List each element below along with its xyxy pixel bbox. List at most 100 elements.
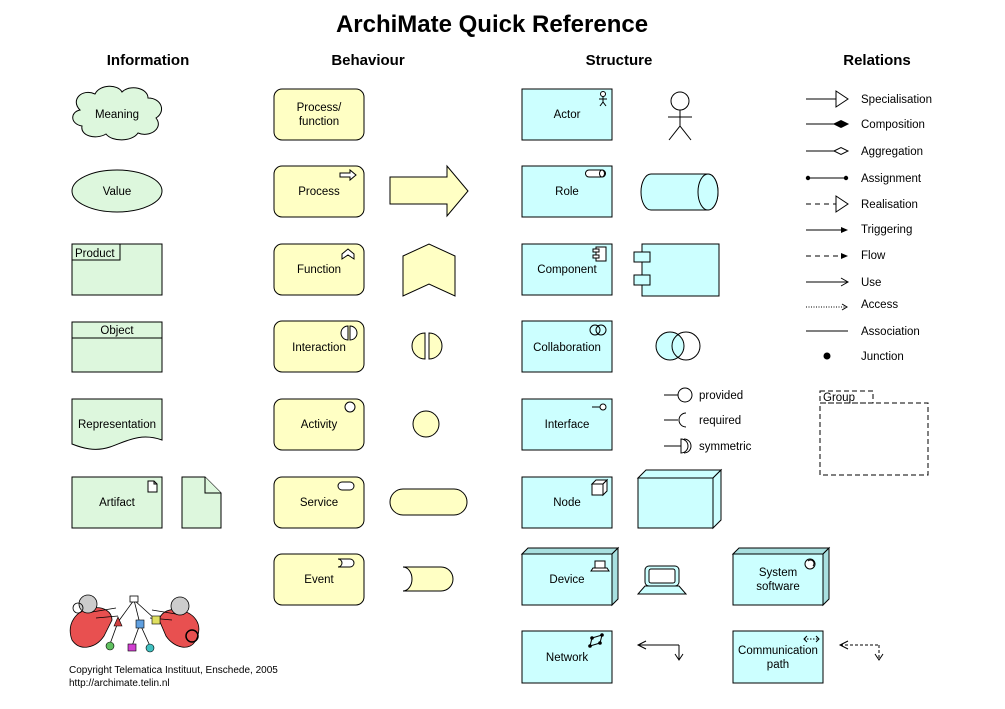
device-laptop-icon (590, 560, 610, 572)
device-shape (636, 565, 688, 595)
relation-assignment: Assignment (805, 173, 922, 185)
meaning-element: Meaning (72, 85, 163, 141)
value-ellipse (71, 169, 163, 213)
relation-use-label: Use (861, 277, 881, 289)
communication-path-element: Communication path (732, 630, 824, 684)
node-element: Node (521, 476, 613, 529)
interaction-element: Interaction (273, 320, 365, 373)
archimate-logo-illustration (69, 594, 200, 653)
relation-use: Use (806, 277, 881, 289)
interaction-shape (411, 332, 443, 360)
value-label: Value (103, 186, 132, 198)
interface-symmetric: symmetric (664, 438, 752, 454)
copyright-line-1: Copyright Telematica Instituut, Enschede… (69, 665, 278, 676)
system-software-element: System software (731, 546, 831, 607)
process-arrow-icon (339, 168, 357, 182)
event-label: Event (304, 574, 334, 586)
interface-provided: provided (664, 387, 743, 403)
artifact-icon (147, 480, 158, 493)
collaboration-shape (655, 331, 701, 361)
interface-required-label: required (699, 415, 741, 427)
representation-label: Representation (78, 419, 156, 431)
relation-junction: Junction (823, 351, 904, 363)
node-shape (636, 468, 723, 530)
event-icon (337, 558, 355, 568)
interaction-icon (340, 325, 358, 341)
system-software-label-1: System (759, 567, 797, 579)
component-shape (633, 243, 720, 297)
relation-flow: Flow (806, 250, 886, 262)
relation-assignment-label: Assignment (861, 173, 922, 185)
relation-triggering: Triggering (806, 224, 912, 236)
service-icon (337, 481, 355, 491)
meaning-cloud-shape (72, 85, 163, 141)
node-box-icon (590, 478, 609, 497)
relation-composition: Composition (806, 119, 925, 131)
function-element: Function (273, 243, 365, 296)
role-icon (585, 169, 606, 178)
function-chevron-icon (341, 248, 355, 260)
node-label: Node (553, 497, 581, 509)
interface-element: Interface (521, 398, 613, 451)
function-label: Function (297, 264, 341, 276)
actor-stick-icon (599, 91, 607, 107)
collaboration-icon (589, 324, 607, 336)
relation-association-label: Association (861, 326, 920, 338)
component-label: Component (537, 264, 597, 276)
process-function-label-1: Process/ (297, 102, 343, 114)
actor-label: Actor (554, 109, 581, 121)
header-relations: Relations (843, 52, 911, 69)
interface-required: required (664, 412, 741, 428)
relation-triggering-label: Triggering (861, 224, 912, 236)
service-shape (389, 488, 468, 516)
group-label: Group (823, 392, 855, 404)
relation-specialisation-label: Specialisation (861, 94, 932, 106)
relation-access-label: Access (861, 299, 898, 311)
actor-shape (668, 91, 692, 141)
relation-junction-label: Junction (861, 351, 904, 363)
copyright-url: http://archimate.telin.nl (69, 678, 170, 689)
communication-path-icon (803, 635, 820, 643)
service-element: Service (273, 476, 365, 529)
group-element: Group (819, 390, 929, 476)
relation-association: Association (806, 326, 920, 338)
device-element: Device (520, 546, 620, 607)
relation-specialisation: Specialisation (806, 90, 932, 108)
interface-provided-label: provided (699, 390, 743, 402)
header-structure: Structure (586, 52, 653, 69)
header-behaviour: Behaviour (331, 52, 405, 69)
process-element: Process (273, 165, 365, 218)
communication-path-label-2: path (767, 659, 789, 671)
system-software-icon (804, 558, 816, 570)
representation-element: Representation (71, 398, 163, 450)
activity-label: Activity (301, 419, 338, 431)
process-shape (389, 164, 469, 218)
page-title: ArchiMate Quick Reference (336, 11, 648, 38)
system-software-label-2: software (756, 581, 799, 593)
network-icon (588, 633, 604, 648)
component-element: Component (521, 243, 613, 296)
interaction-label: Interaction (292, 342, 346, 354)
collaboration-label: Collaboration (533, 342, 601, 354)
service-label: Service (300, 497, 338, 509)
header-information: Information (107, 52, 190, 69)
collaboration-element: Collaboration (521, 320, 613, 373)
activity-shape (412, 410, 440, 438)
relation-access: Access (806, 299, 898, 311)
role-shape (640, 173, 719, 211)
product-label: Product (75, 248, 115, 260)
object-label: Object (100, 325, 134, 337)
artifact-shape (181, 476, 222, 529)
relation-realisation: Realisation (806, 195, 918, 213)
network-element: Network (521, 630, 613, 684)
interface-symmetric-label: symmetric (699, 441, 752, 453)
meaning-label: Meaning (95, 109, 139, 121)
actor-element: Actor (521, 88, 613, 141)
role-label: Role (555, 186, 579, 198)
artifact-label: Artifact (99, 497, 136, 509)
relation-aggregation-label: Aggregation (861, 146, 923, 158)
process-function-element: Process/ function (273, 88, 365, 141)
device-label: Device (549, 574, 584, 586)
function-shape (402, 243, 456, 297)
